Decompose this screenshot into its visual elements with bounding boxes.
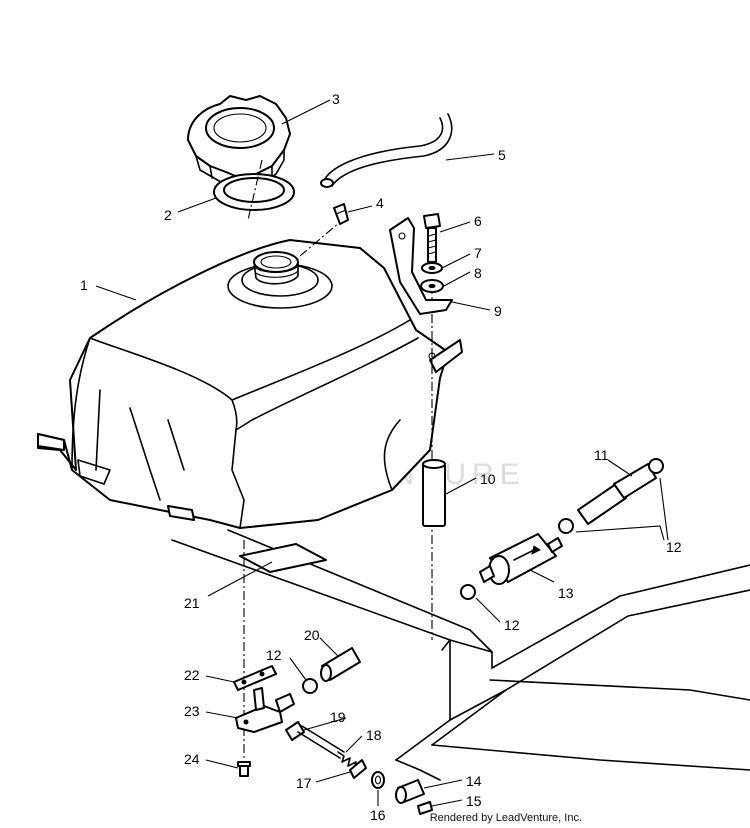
o-ring (371, 771, 385, 789)
callout-12-right: 12 (666, 539, 682, 555)
fuel-hose-lower (320, 647, 361, 682)
callout-8: 8 (474, 265, 482, 281)
callout-14: 14 (466, 773, 482, 789)
mount-screw (237, 761, 251, 777)
callout-1: 1 (80, 277, 88, 293)
fuel-tank (37, 239, 463, 529)
fuel-valve (235, 687, 295, 733)
frame-rail (171, 529, 750, 781)
callout-17: 17 (296, 775, 312, 791)
fuel-hose-upper (558, 458, 664, 534)
callout-15: 15 (466, 793, 482, 809)
footer-credit: Rendered by LeadVenture, Inc. (429, 812, 582, 824)
callout-12-left: 12 (266, 647, 282, 663)
callout-2: 2 (164, 207, 172, 223)
callout-23: 23 (184, 703, 200, 719)
spring (337, 751, 357, 771)
hose-clamp (460, 584, 476, 600)
hose-clamp (302, 678, 318, 694)
callout-7: 7 (474, 245, 482, 261)
callout-20: 20 (304, 627, 320, 643)
leader-lines (95, 99, 669, 807)
centerline (299, 221, 341, 257)
callout-3: 3 (332, 91, 340, 107)
vent-hose (320, 113, 453, 188)
callout-6: 6 (474, 213, 482, 229)
washer-upper-hole (428, 265, 436, 271)
callout-21: 21 (184, 595, 200, 611)
callout-4: 4 (376, 195, 384, 211)
callout-11: 11 (594, 447, 609, 463)
callout-19: 19 (330, 709, 346, 725)
mount-bracket (389, 217, 453, 360)
valve-shaft (285, 721, 345, 759)
valve-knob (395, 779, 425, 804)
callout-24: 24 (184, 751, 200, 767)
callout-22: 22 (184, 667, 200, 683)
callout-12-middle: 12 (504, 617, 520, 633)
tank-pad (239, 543, 327, 573)
callout-16: 16 (370, 807, 386, 823)
callout-labels: 1 2 3 4 5 6 7 8 9 10 11 12 12 12 13 14 1… (80, 91, 682, 823)
valve-plate (233, 665, 277, 691)
callout-5: 5 (498, 147, 506, 163)
o-ring-inner (374, 775, 382, 785)
fuel-filter (479, 533, 563, 585)
cap-gasket (213, 173, 295, 211)
callout-18: 18 (366, 727, 382, 743)
spacer-tube (422, 459, 446, 527)
callout-13: 13 (558, 585, 574, 601)
clip (349, 759, 367, 779)
callout-9: 9 (494, 303, 502, 319)
fuel-cap (187, 95, 291, 189)
callout-10: 10 (480, 471, 496, 487)
screw (417, 801, 433, 815)
bolt (423, 213, 441, 263)
washer-lower-hole (428, 283, 436, 289)
vent-fitting (333, 203, 349, 225)
centerline (247, 159, 263, 221)
